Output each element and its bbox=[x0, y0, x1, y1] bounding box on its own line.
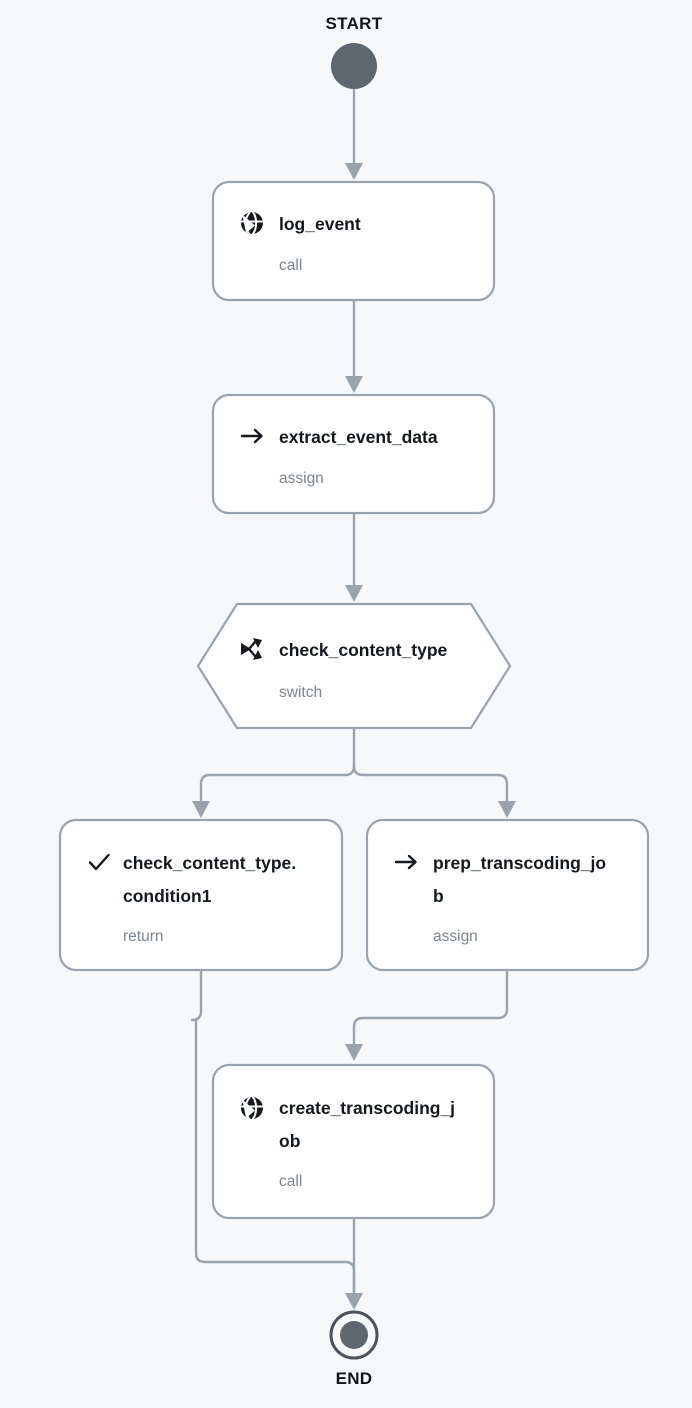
start-node[interactable]: START bbox=[326, 14, 383, 89]
edge-switch-to-condition1 bbox=[192, 765, 356, 818]
node-log-event[interactable]: log_event call bbox=[211, 180, 496, 302]
node-check-content-type-hexagon bbox=[196, 602, 512, 730]
node-check-content-type-subtitle: switch bbox=[279, 684, 322, 701]
arrow-right-icon bbox=[240, 428, 263, 444]
node-log-event-title: log_event bbox=[279, 214, 361, 234]
globe-icon bbox=[241, 212, 263, 234]
node-check-content-type[interactable]: check_content_type switch bbox=[196, 602, 512, 730]
node-extract-event-data-box bbox=[211, 393, 496, 515]
node-log-event-subtitle: call bbox=[279, 257, 302, 274]
node-create-transcoding-job-box bbox=[211, 1063, 496, 1220]
node-condition1-subtitle: return bbox=[123, 928, 164, 945]
globe-icon bbox=[241, 1097, 263, 1119]
node-create-transcoding-job-title-line2: ob bbox=[279, 1131, 300, 1151]
node-check-content-type-title: check_content_type bbox=[279, 640, 448, 660]
node-condition1-title-line2: condition1 bbox=[123, 886, 212, 906]
end-node[interactable]: END bbox=[329, 1310, 379, 1388]
node-create-transcoding-job[interactable]: create_transcoding_j ob call bbox=[211, 1063, 496, 1220]
start-label: START bbox=[326, 14, 383, 33]
node-extract-event-data[interactable]: extract_event_data assign bbox=[211, 393, 496, 515]
end-ring-icon bbox=[329, 1310, 379, 1360]
edge-switch-to-prep-transcoding-job bbox=[352, 765, 516, 818]
edge-prep-to-create-transcoding-job bbox=[345, 970, 509, 1061]
edge-condition1-to-end bbox=[190, 970, 356, 1295]
node-extract-event-data-title: extract_event_data bbox=[279, 427, 438, 447]
node-condition1-box bbox=[58, 818, 344, 972]
node-extract-event-data-subtitle: assign bbox=[279, 470, 324, 487]
node-check-content-type-condition1[interactable]: check_content_type. condition1 return bbox=[58, 818, 344, 972]
check-icon bbox=[88, 853, 110, 871]
edge-extract-event-data-to-check-content-type bbox=[345, 513, 363, 602]
end-label: END bbox=[336, 1369, 373, 1388]
node-prep-transcoding-job-box bbox=[365, 818, 650, 972]
arrow-right-icon bbox=[394, 854, 417, 870]
node-prep-transcoding-job-title-line1: prep_transcoding_jo bbox=[433, 853, 606, 873]
end-dot-icon bbox=[340, 1321, 368, 1349]
node-condition1-title-line1: check_content_type. bbox=[123, 853, 296, 873]
edge-start-to-log-event bbox=[345, 89, 363, 180]
node-prep-transcoding-job-title-line2: b bbox=[433, 886, 444, 906]
node-prep-transcoding-job[interactable]: prep_transcoding_jo b assign bbox=[365, 818, 650, 972]
node-create-transcoding-job-title-line1: create_transcoding_j bbox=[279, 1098, 455, 1118]
node-log-event-box bbox=[211, 180, 496, 302]
branch-split-icon bbox=[241, 638, 262, 660]
node-prep-transcoding-job-subtitle: assign bbox=[433, 928, 478, 945]
edge-log-event-to-extract-event-data bbox=[345, 300, 363, 393]
start-circle-icon bbox=[331, 43, 377, 89]
node-create-transcoding-job-subtitle: call bbox=[279, 1173, 302, 1190]
